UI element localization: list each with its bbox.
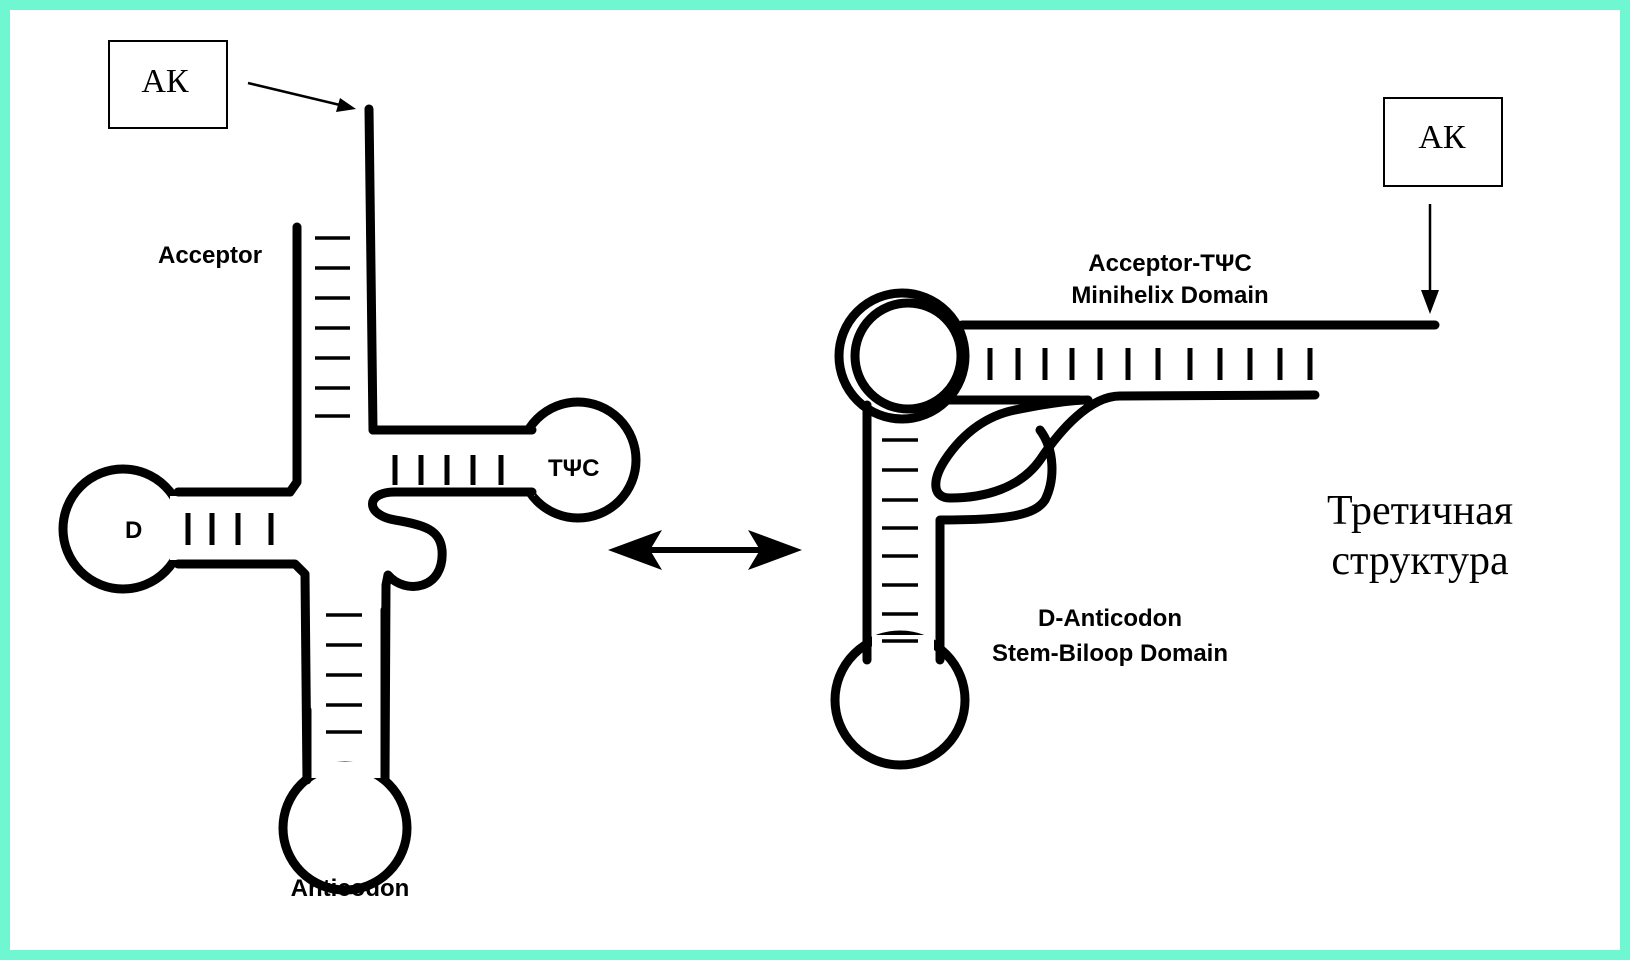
interconversion-double-arrow [608, 530, 802, 570]
tpsic-arm-bottom-strand [368, 487, 537, 787]
diagram-frame: АК [10, 10, 1620, 950]
amino-acid-arrow-right [1421, 204, 1439, 314]
tertiary-caption-line2: структура [1331, 538, 1509, 584]
amino-acid-arrow-left [247, 81, 356, 112]
tertiary-caption-line1: Третичная [1327, 488, 1513, 534]
acceptor-3prime-strand [364, 104, 535, 435]
d-anticodon-stem-base-pairs [882, 438, 918, 643]
d-anticodon-label-line2: Stem-Biloop Domain [992, 640, 1228, 667]
d-loop [58, 464, 188, 594]
minihelix-bottom-strand [931, 390, 1320, 503]
minihelix-base-pairs [987, 348, 1313, 380]
minihelix-label-line2: Minihelix Domain [1071, 282, 1268, 309]
trna-structure-diagram: АК [58, 40, 1513, 902]
cloverleaf-amino-acid-label: АК [141, 63, 189, 100]
anticodon-loop-label: Anticodon [291, 875, 410, 902]
acceptor-stem-base-pairs [315, 236, 350, 418]
tertiary-amino-acid-label: АК [1418, 119, 1466, 156]
d-anticodon-label-line1: D-Anticodon [1038, 605, 1182, 632]
minihelix-label-line1: Acceptor-TΨC [1088, 250, 1251, 277]
anticodon-stem-base-pairs [326, 613, 362, 734]
anticodon-loop [278, 761, 412, 895]
acceptor-arm-label: Acceptor [158, 242, 262, 269]
d-stem-base-pairs [185, 513, 274, 545]
tertiary-amino-acid-box: АК [1383, 97, 1503, 187]
cloverleaf-amino-acid-box: АК [108, 40, 228, 129]
d-loop-label: D [125, 517, 142, 544]
cloverleaf-structure: АК [58, 40, 641, 902]
tpsic-stem-base-pairs [392, 455, 504, 485]
d-arm-bottom-strand [173, 559, 312, 787]
tertiary-structure: АК [830, 97, 1513, 770]
t-loop-d-loop-inner [850, 298, 966, 414]
tpsic-loop-label: TΨC [548, 455, 599, 482]
d-anticodon-loop-crossing [935, 425, 1057, 655]
